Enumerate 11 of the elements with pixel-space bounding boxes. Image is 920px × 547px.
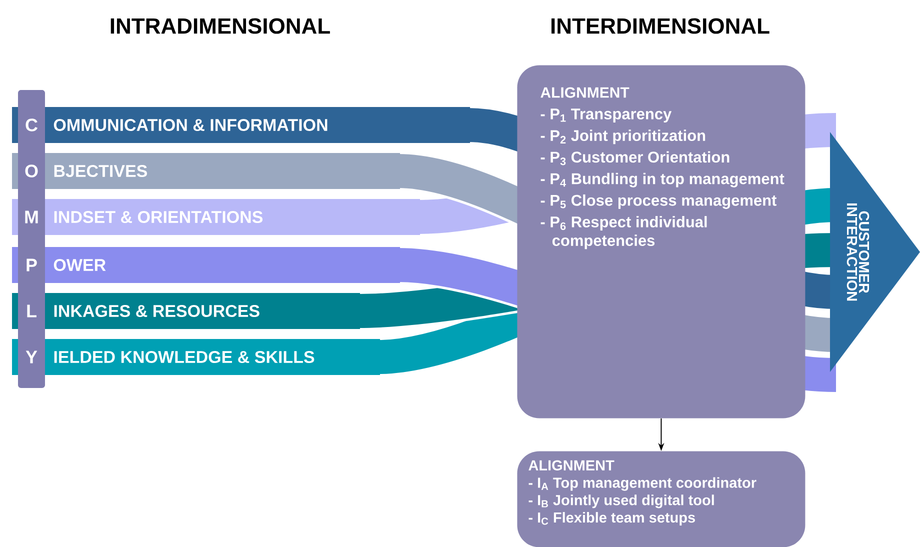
text-panel: ALIGNMENT - I$_{A}$ Top management coordinator - I$_{B}$ Jointly used digital tool - I$_{C}$ Flexible team setups <box>517 451 806 547</box>
node-label: INKAGES & RESOURCES <box>54 304 260 318</box>
column-heading: INTERDIMENSIONAL <box>551 18 770 34</box>
node-label: OWER <box>54 258 106 272</box>
node-label: OMMUNICATION & INFORMATION <box>54 118 328 132</box>
letter-column: C O M P L Y <box>18 90 45 388</box>
text-panel: ALIGNMENT - P$_{1}$ Transparency - P$_{2}$ Joint prioritization - P$_{3}$ Customer Orientation - P$_{4}$ Bundling in top management - P$_{5}$ Close process management - P$_{6}$ Respect individual competencies <box>517 65 806 418</box>
node-label: IELDED KNOWLEDGE & SKILLS <box>54 350 314 364</box>
node-label: BJECTIVES <box>54 164 148 178</box>
node-label: INDSET & ORIENTATIONS <box>54 210 263 224</box>
column-heading: INTRADIMENSIONAL <box>110 18 330 34</box>
